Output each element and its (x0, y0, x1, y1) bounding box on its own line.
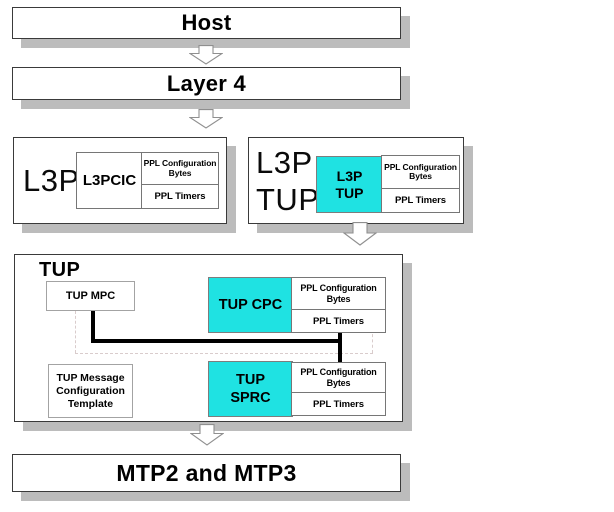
dashed-guide-line (372, 313, 373, 353)
ppl-configuration-bytes-label: PPL Configuration Bytes (300, 282, 377, 304)
ppl-timers-label: PPL Timers (395, 195, 446, 206)
ppl-timers-cell: PPL Timers (292, 310, 385, 332)
l3p-tup-ppl-group: PPL Configuration Bytes PPL Timers (381, 155, 460, 213)
tup-message-template-label: TUP Message Configuration Template (56, 371, 125, 410)
tup-sprc-label-line2: SPRC (230, 390, 271, 406)
tup-cpc-label: TUP CPC (218, 297, 283, 313)
mtp-label: MTP2 and MTP3 (116, 459, 297, 486)
host-box: Host (12, 7, 401, 39)
l3p-box: L3P L3PCIC PPL Configuration Bytes PPL T… (13, 137, 227, 224)
l3p-tup-module-line2: TUP (335, 184, 364, 201)
ppl-configuration-bytes-label: PPL Configuration Bytes (384, 161, 457, 181)
l3p-tup-module-box: L3P TUP (316, 156, 383, 213)
l3p-tup-title: L3P TUP (256, 138, 320, 223)
tup-title: TUP (39, 259, 81, 281)
connector-line (338, 331, 342, 363)
l3pcic-label: L3PCIC (82, 172, 137, 189)
ppl-configuration-bytes-cell: PPL Configuration Bytes (292, 363, 385, 393)
ppl-configuration-bytes-label: PPL Configuration Bytes (300, 366, 377, 388)
ppl-timers-label: PPL Timers (154, 191, 206, 202)
ppl-timers-cell: PPL Timers (382, 189, 459, 212)
down-arrow-icon (189, 109, 223, 129)
l3p-title: L3P (23, 163, 80, 198)
tup-mpc-box: TUP MPC (46, 281, 135, 311)
host-label: Host (181, 10, 232, 35)
l3p-ppl-group: PPL Configuration Bytes PPL Timers (141, 152, 219, 209)
layer4-box: Layer 4 (12, 67, 401, 100)
ppl-timers-label: PPL Timers (313, 398, 364, 410)
l3p-tup-title-line2: TUP (256, 181, 320, 217)
l3p-tup-module-line1: L3P (336, 167, 363, 184)
tup-cpc-box: TUP CPC (208, 277, 293, 333)
tup-box: TUP TUP MPC TUP CPC PPL Configuration By… (14, 254, 403, 422)
l3p-tup-box: L3P TUP L3P TUP PPL Configuration Bytes … (248, 137, 464, 224)
down-arrow-icon (190, 424, 224, 446)
tup-cpc-ppl-group: PPL Configuration Bytes PPL Timers (291, 277, 386, 333)
l3pcic-box: L3PCIC (76, 152, 143, 209)
connector-line (91, 309, 95, 342)
ppl-configuration-bytes-cell: PPL Configuration Bytes (292, 278, 385, 310)
ppl-timers-cell: PPL Timers (292, 393, 385, 415)
tup-message-template-box: TUP Message Configuration Template (48, 364, 133, 418)
down-arrow-icon (343, 222, 377, 246)
ppl-timers-label: PPL Timers (313, 315, 364, 327)
dashed-guide-line (75, 311, 76, 353)
mtp-box: MTP2 and MTP3 (12, 454, 401, 492)
ppl-configuration-bytes-cell: PPL Configuration Bytes (382, 156, 459, 189)
connector-line (91, 339, 342, 343)
ppl-timers-cell: PPL Timers (142, 185, 218, 208)
tup-sprc-label-line1: TUP (236, 372, 265, 388)
ppl-configuration-bytes-label: PPL Configuration Bytes (143, 158, 217, 178)
layer4-label: Layer 4 (166, 70, 247, 96)
down-arrow-icon (189, 45, 223, 65)
ppl-configuration-bytes-cell: PPL Configuration Bytes (142, 153, 218, 185)
tup-sprc-ppl-group: PPL Configuration Bytes PPL Timers (291, 362, 386, 416)
tup-mpc-label: TUP MPC (65, 290, 116, 302)
dashed-guide-line (75, 353, 373, 354)
l3p-tup-title-line1: L3P (256, 144, 313, 180)
tup-sprc-box: TUP SPRC (208, 361, 293, 417)
